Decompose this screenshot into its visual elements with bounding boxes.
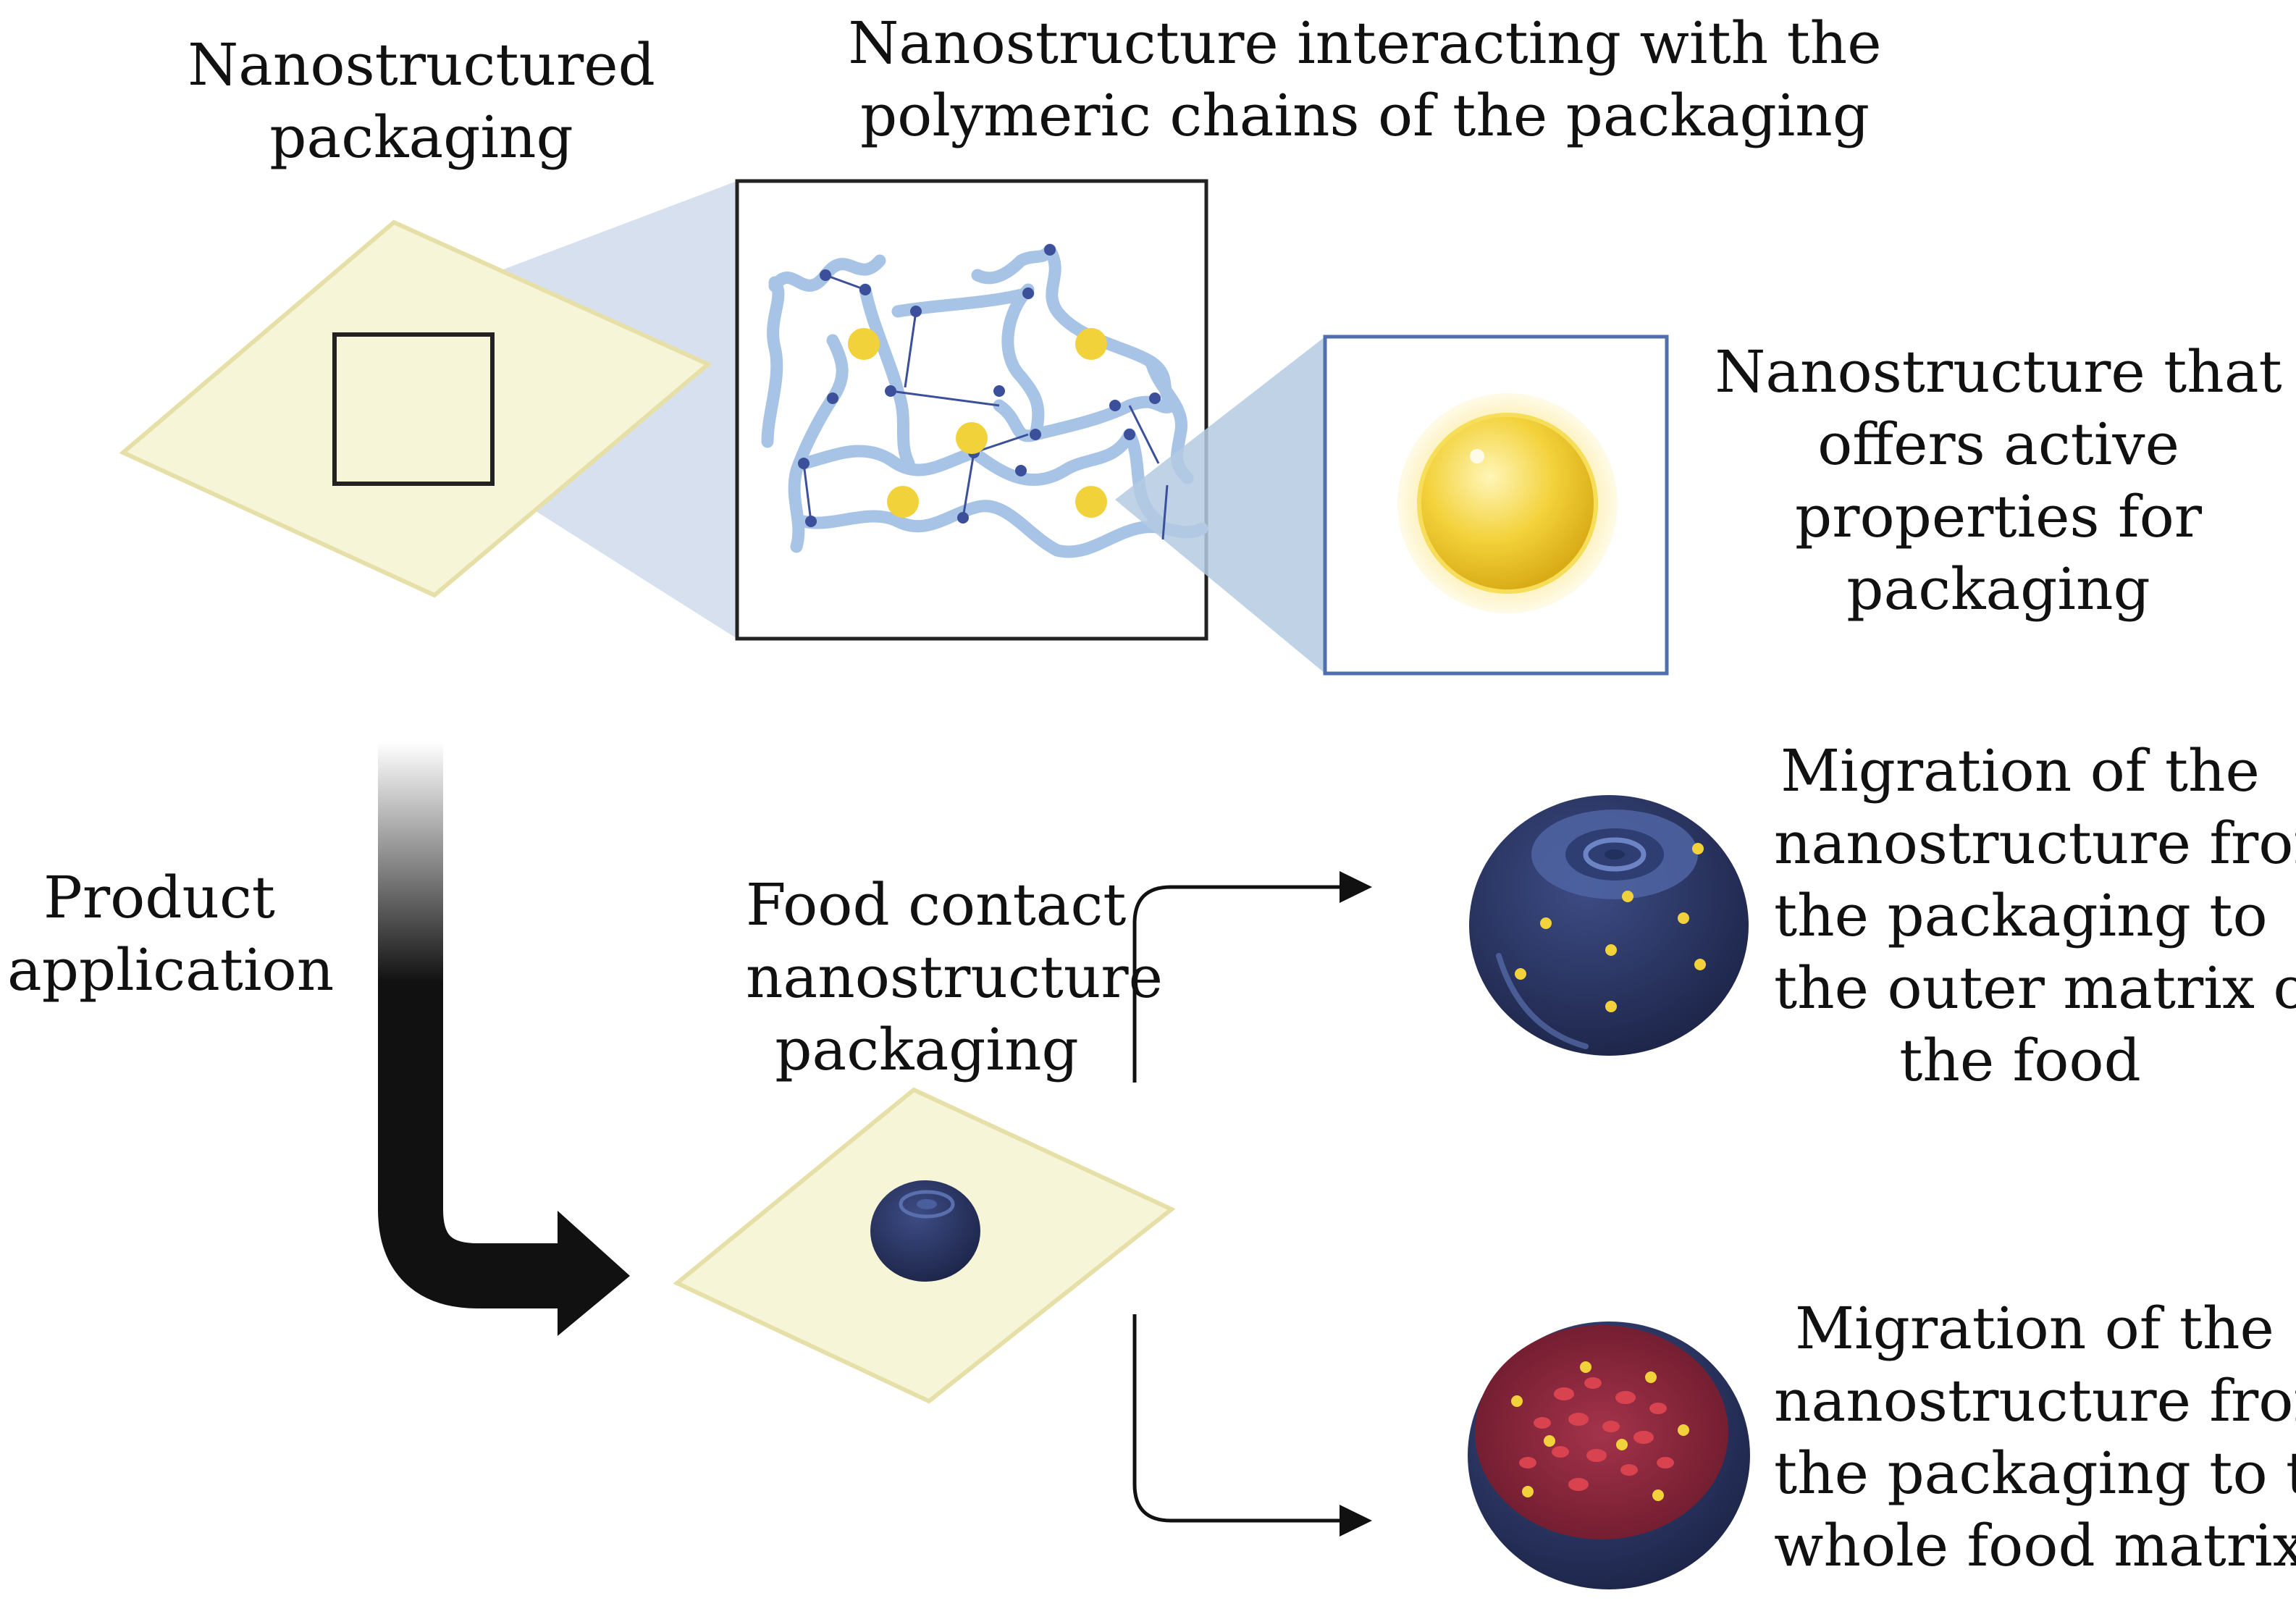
food-contact-packaging-icon <box>673 1087 1176 1404</box>
zoom-cone-nanoparticle <box>1115 337 1325 673</box>
label-nanostructured-packaging: Nanostructured packaging <box>188 31 655 171</box>
label-food-contact: Food contact nanostructure packaging <box>746 871 1163 1083</box>
polymer-network-icon <box>735 179 1208 641</box>
label-migration-whole: Migration of the nanostructure from the … <box>1774 1295 2296 1579</box>
branch-arrows <box>1132 885 1347 1523</box>
packaging-sheet-icon <box>119 219 712 598</box>
label-active-properties: Nanostructure that offers active propert… <box>1715 338 2282 623</box>
zoom-selection-box <box>332 332 495 486</box>
label-nanostructure-interacting: Nanostructure interacting with the polym… <box>848 9 1882 149</box>
arrowhead-outer <box>1340 871 1372 903</box>
blueberry-whole-icon <box>1469 795 1749 1056</box>
label-migration-outer: Migration of the nanostructure from the … <box>1774 737 2296 1094</box>
blueberry-cut-icon <box>1468 1321 1750 1589</box>
label-product-application: Product application <box>7 864 335 1004</box>
arrowhead-whole <box>1340 1505 1372 1537</box>
nanoparticle-icon <box>1323 335 1669 676</box>
nanoparticle-dots <box>848 328 1107 518</box>
product-application-arrow <box>378 742 630 1336</box>
